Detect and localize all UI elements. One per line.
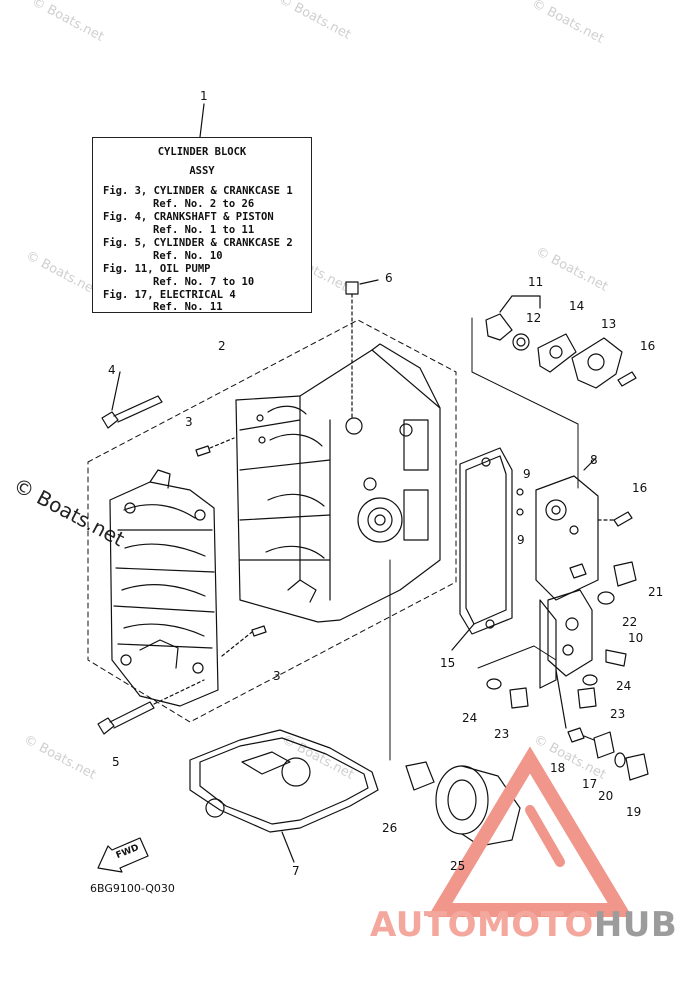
bracket-11 <box>499 295 541 313</box>
legend-title: CYLINDER BLOCK <box>157 146 247 158</box>
callout-22: 22 <box>622 615 638 629</box>
o-ring-24-right <box>582 674 598 686</box>
regulator-drawing <box>547 563 593 677</box>
bolt-16-upper <box>617 371 637 387</box>
callout-26: 26 <box>382 821 398 835</box>
legend-ref: Ref. No. 2 to 26 <box>153 198 255 210</box>
callout-18: 18 <box>550 761 566 775</box>
o-ring-20 <box>614 752 626 768</box>
plug-6 <box>345 281 359 295</box>
callout-17: 17 <box>582 777 598 791</box>
cover-8-drawing <box>535 457 599 689</box>
callout-11: 11 <box>528 275 544 289</box>
o-ring-24-left <box>486 678 502 690</box>
bolt-16-lower <box>613 511 633 527</box>
fitting-26 <box>405 761 435 791</box>
callout-14: 14 <box>569 299 585 313</box>
callout-13: 13 <box>601 317 617 331</box>
callout-16: 16 <box>640 339 656 353</box>
legend-subtitle: ASSY <box>189 165 215 177</box>
callout-2: 2 <box>218 339 226 353</box>
legend-fig: Fig. 5, CYLINDER & CRANKCASE 2 <box>103 237 293 249</box>
callout-23: 23 <box>494 727 510 741</box>
legend-ref: Ref. No. 7 to 10 <box>153 276 255 288</box>
fitting-10 <box>605 649 627 667</box>
thermostat-drawing <box>485 313 530 351</box>
callout-5: 5 <box>112 755 120 769</box>
bolt-4-drawing <box>101 371 163 429</box>
callout-3: 3 <box>273 669 281 683</box>
brand-part2: HUB <box>593 905 678 945</box>
brand-wordmark: AUTOMOTOHUB <box>370 905 677 945</box>
pin-9-b <box>516 508 524 516</box>
legend-ref: Ref. No. 1 to 11 <box>153 224 255 236</box>
callout-15: 15 <box>440 656 456 670</box>
callout-10: 10 <box>628 631 644 645</box>
gasket-7-drawing <box>189 729 379 863</box>
crankcase-cover-drawing <box>109 469 219 707</box>
diagram-code: 6BG9100-Q030 <box>90 882 175 895</box>
bolt-5-drawing <box>97 679 205 735</box>
fwd-arrow <box>97 837 149 873</box>
o-ring-22 <box>597 591 615 605</box>
callout-3: 3 <box>185 415 193 429</box>
callout-20: 20 <box>598 789 614 803</box>
oil-filter-drawing <box>435 765 521 847</box>
callout-12: 12 <box>526 311 542 325</box>
plug-23-left <box>509 687 529 709</box>
gasket-15-drawing <box>451 447 513 651</box>
legend-ref: Ref. No. 10 <box>153 250 223 262</box>
callout-8: 8 <box>590 453 598 467</box>
callout-4: 4 <box>108 363 116 377</box>
callout-24: 24 <box>616 679 632 693</box>
callout-23: 23 <box>610 707 626 721</box>
pin-9-a <box>516 488 524 496</box>
leader-1 <box>199 103 205 138</box>
thermostat-gasket-14 <box>537 333 577 373</box>
plug-23-right <box>577 687 597 709</box>
legend-ref: Ref. No. 11 <box>153 301 223 313</box>
callout-9: 9 <box>523 467 531 481</box>
plug-21 <box>613 561 637 587</box>
callout-7: 7 <box>292 864 300 878</box>
legend-fig: Fig. 17, ELECTRICAL 4 <box>103 289 236 301</box>
drain-plug-19 <box>625 753 649 781</box>
callout-1: 1 <box>200 89 208 103</box>
callout-16: 16 <box>632 481 648 495</box>
cylinder-block-drawing <box>235 343 441 623</box>
legend-fig: Fig. 4, CRANKSHAFT & PISTON <box>103 211 274 223</box>
callout-9: 9 <box>517 533 525 547</box>
brand-part1: AUTOMOTO <box>370 905 594 945</box>
reference-legend: CYLINDER BLOCK ASSY Fig. 3, CYLINDER & C… <box>92 137 312 313</box>
dowel-pin-lower <box>251 625 267 637</box>
callout-6: 6 <box>385 271 393 285</box>
callout-19: 19 <box>626 805 642 819</box>
assembly-outline <box>87 319 457 723</box>
sleeve-17 <box>593 731 615 759</box>
callout-21: 21 <box>648 585 664 599</box>
dowel-pin-upper <box>195 445 211 457</box>
screw-18 <box>567 727 585 743</box>
callout-25: 25 <box>450 859 466 873</box>
thermostat-cover-13 <box>571 337 623 389</box>
legend-fig: Fig. 11, OIL PUMP <box>103 263 211 275</box>
legend-fig: Fig. 3, CYLINDER & CRANKCASE 1 <box>103 185 293 197</box>
brand-logo <box>427 746 633 917</box>
callout-24: 24 <box>462 711 478 725</box>
